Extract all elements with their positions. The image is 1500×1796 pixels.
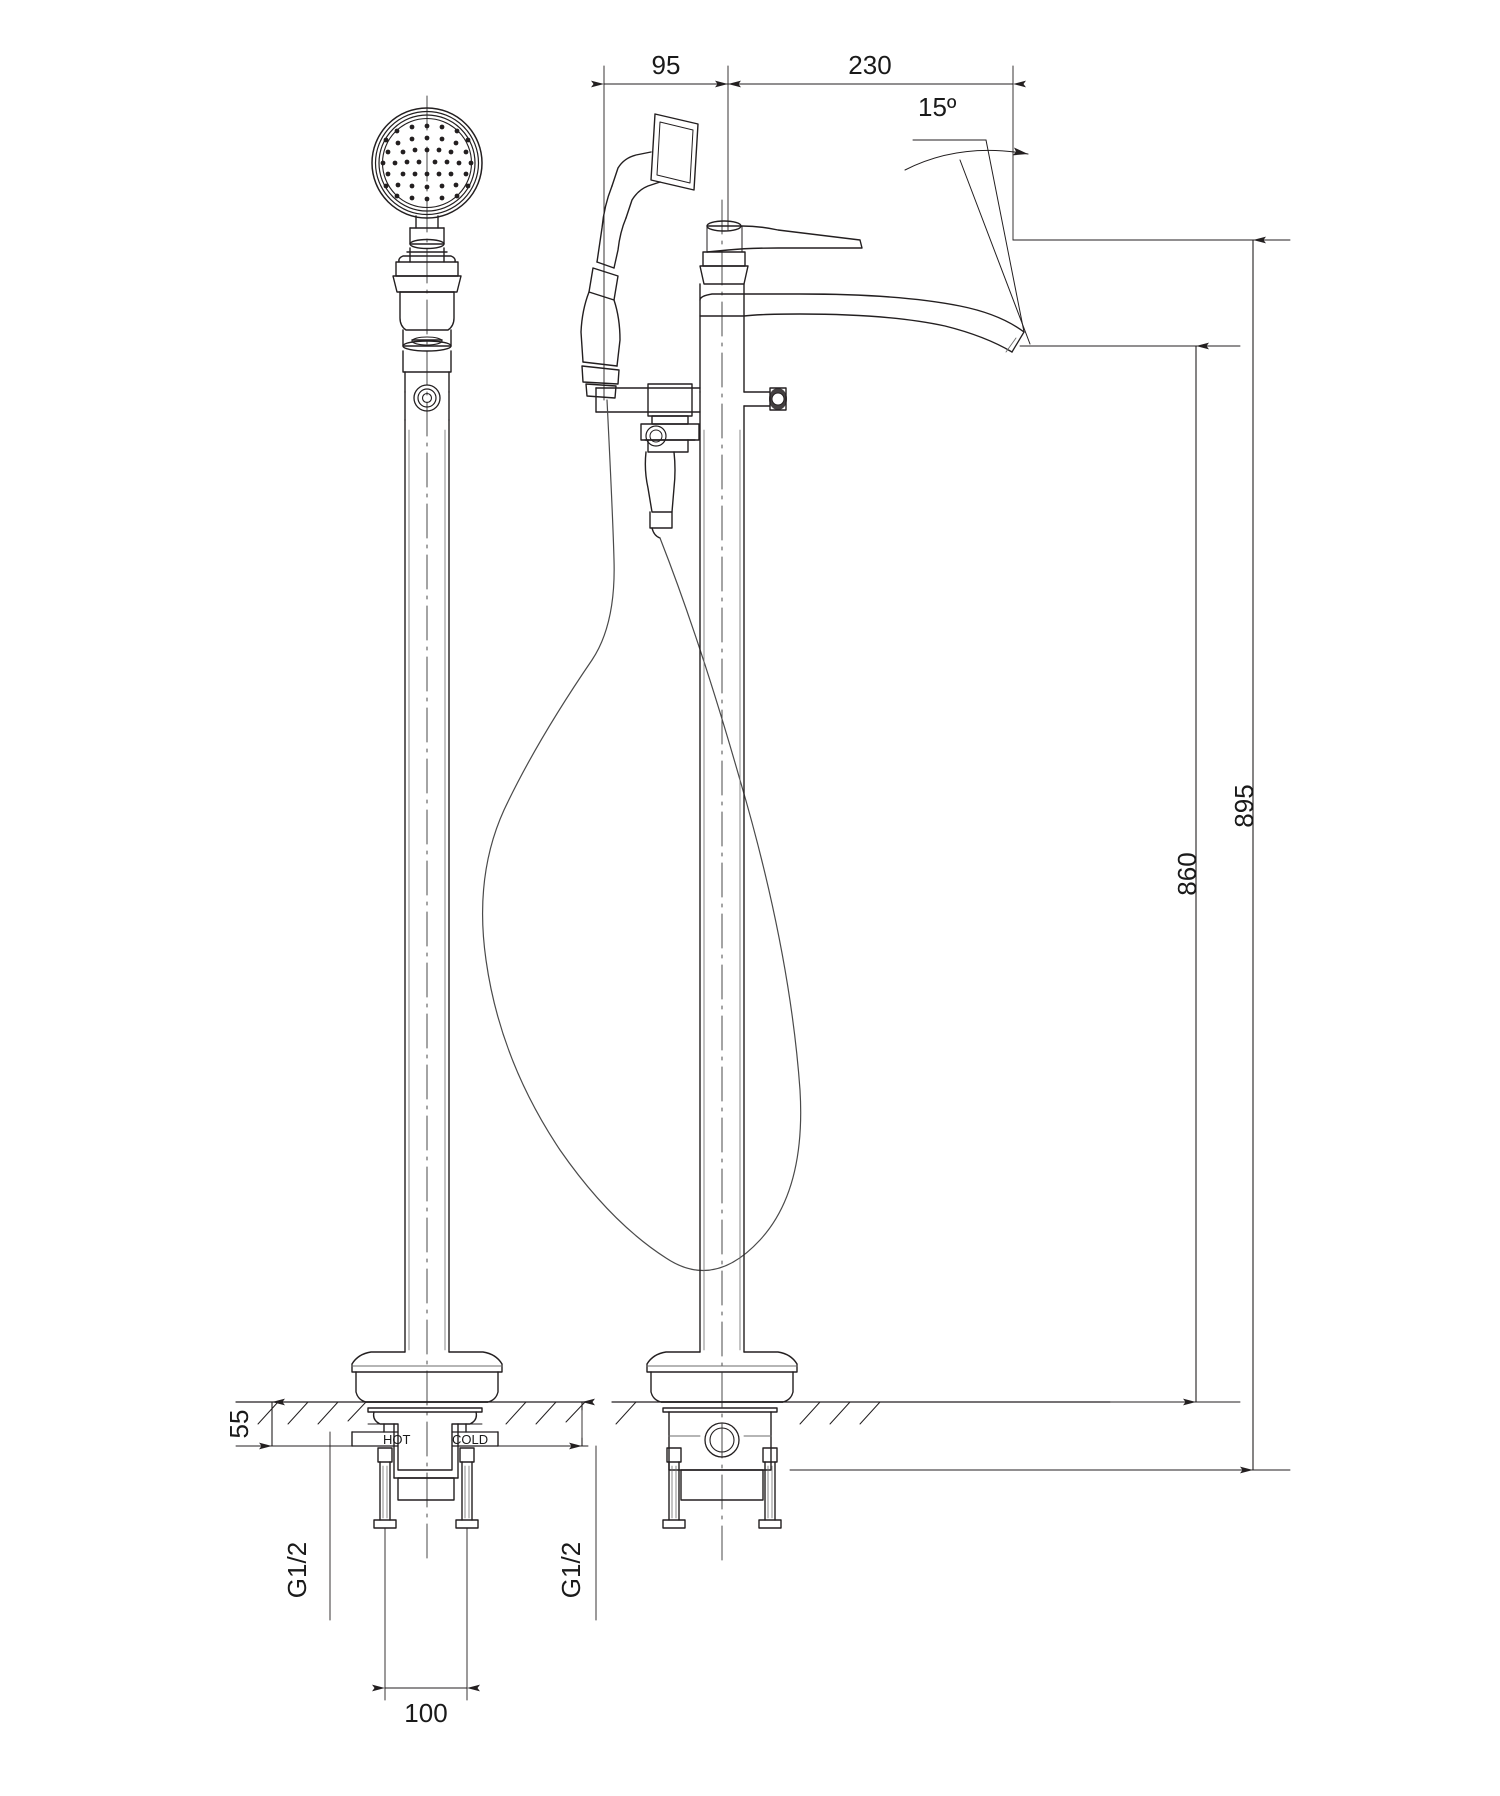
dimension-860: 860 [1172,342,1209,1406]
left-view-front-elevation: HOT COLD [235,95,589,1561]
dimension-895: 895 [1229,236,1266,1474]
dimension-55: 55 [224,1398,353,1450]
handshower-face-icon [371,107,483,219]
right-extension-lines [789,239,1291,1471]
dimension-g12-right-label: G1/2 [556,1542,586,1598]
handshower-outlet-elbow [640,423,700,539]
tub-spout [699,283,1025,353]
dimension-860-label: 860 [1172,852,1202,895]
dimension-g12-left-label: G1/2 [282,1542,312,1598]
dimension-230: 230 [715,50,1026,88]
dimension-230-label: 230 [848,50,891,80]
mounting-legs-left [373,1447,479,1529]
right-view-side-elevation [481,113,1111,1561]
mixer-body-taper [402,350,452,393]
floor-line-right [611,1401,1111,1425]
dimension-100: 100 [372,1527,480,1728]
riser-column-left [404,419,450,1353]
mixer-body-upper [399,291,455,352]
diverter-crossarm [595,383,787,425]
handle-boss [404,384,450,421]
cold-label: COLD [452,1432,488,1447]
dimension-g12-left: G1/2 [282,1431,331,1621]
dimension-angle-15: 15º [904,92,1031,345]
dimension-95: 95 [591,50,741,88]
shower-hose [481,399,802,1272]
rough-in-body-right [662,1407,778,1471]
hot-label: HOT [383,1432,411,1447]
dimension-55-label: 55 [224,1410,254,1439]
dimension-100-label: 100 [404,1698,447,1728]
dimension-g12-right: G1/2 [497,1398,597,1621]
riser-column-right [699,391,745,1353]
handshower-neck [406,215,448,263]
dimension-95-label: 95 [652,50,681,80]
floor-line-left [235,1401,589,1425]
handshower-collar [392,255,462,293]
lever-handle [699,220,863,285]
dimension-895-label: 895 [1229,784,1259,827]
mixer-body-right [699,315,745,393]
mounting-legs-right [662,1447,782,1529]
handshower-side-view [580,113,699,399]
dimension-angle-15-label: 15º [918,92,957,122]
